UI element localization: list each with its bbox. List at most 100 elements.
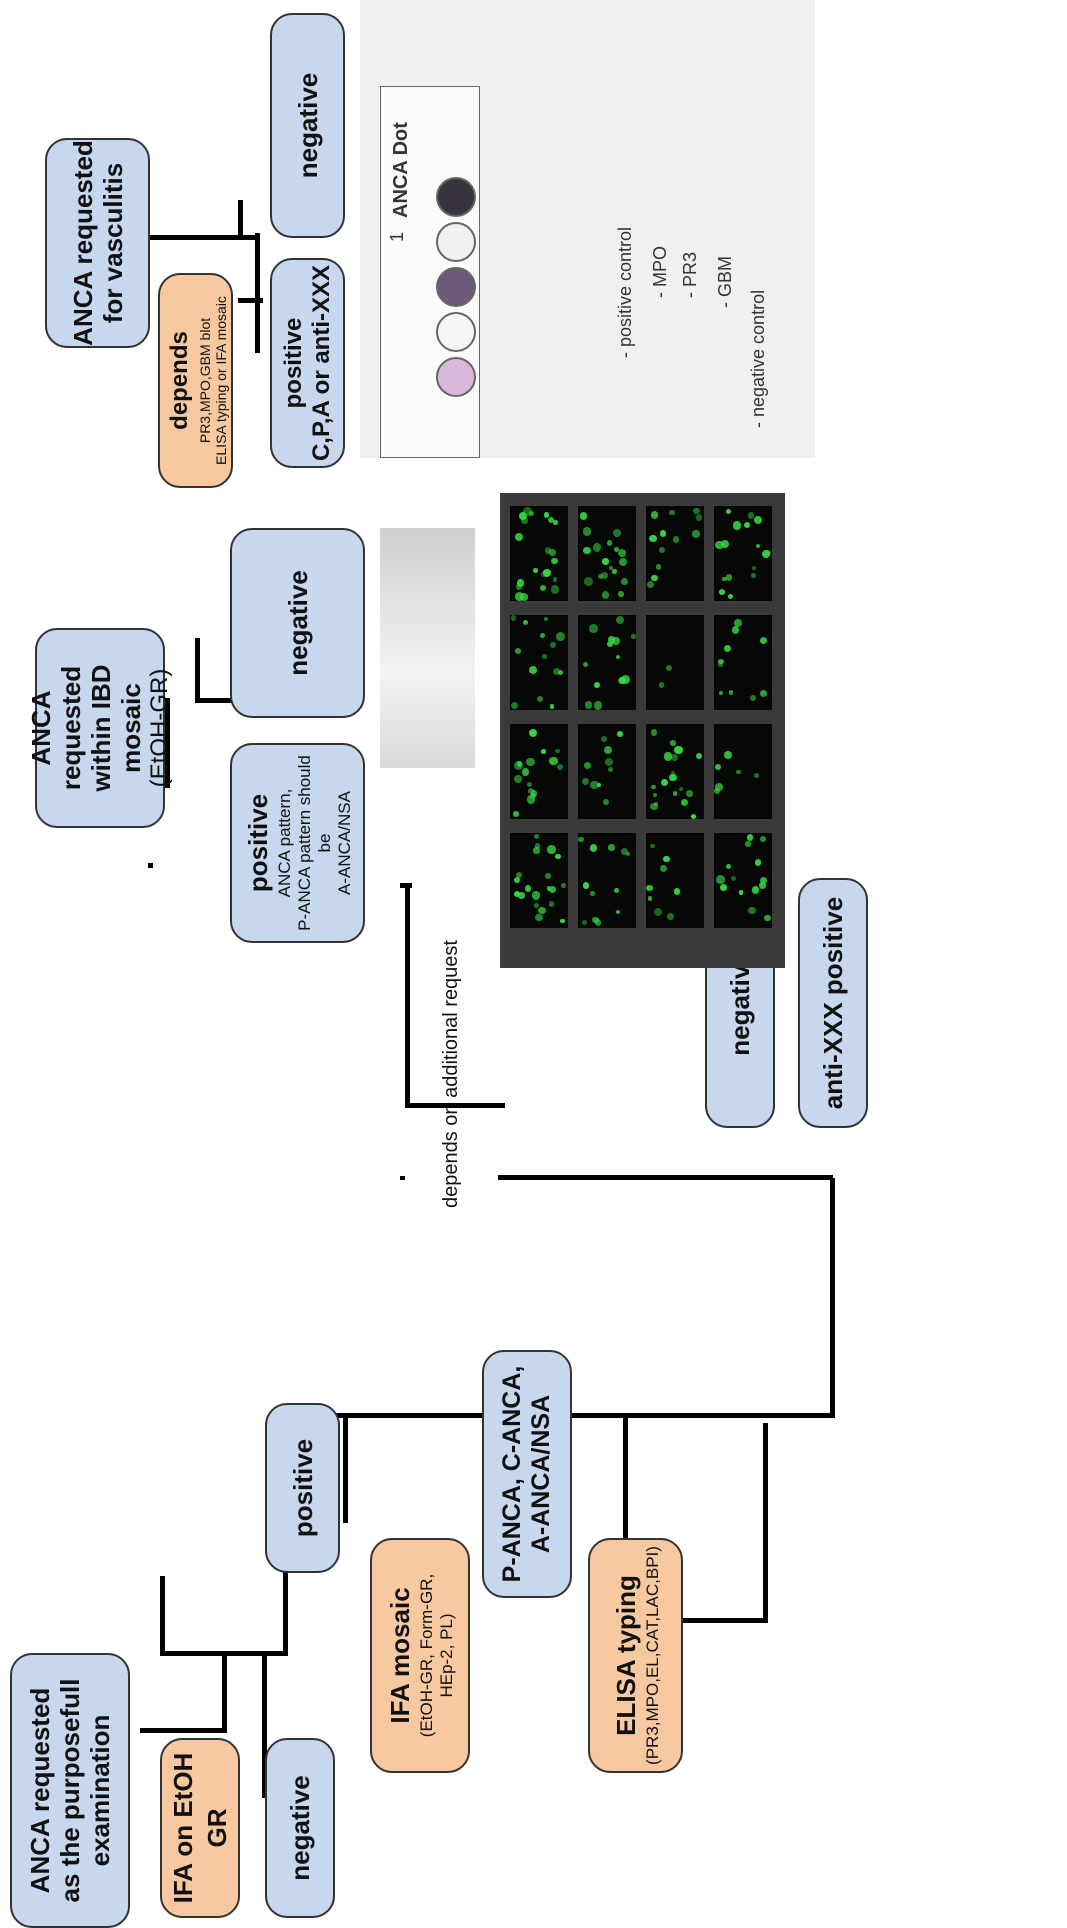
- connector: [498, 1175, 833, 1180]
- fluorescent-cell: [612, 528, 621, 537]
- ifa-etoh-label: IFA on EtOH GR: [168, 1752, 232, 1904]
- dot-negative-control: [436, 357, 476, 397]
- fluorescent-cell: [730, 875, 736, 881]
- dot-label: - positive control: [615, 226, 635, 358]
- fluorescent-cell: [555, 748, 561, 754]
- fluorescent-cell: [647, 581, 655, 589]
- depends-connector: [405, 885, 410, 1108]
- connector: [160, 1576, 165, 1656]
- fluorescent-cell: [755, 544, 760, 549]
- fluorescent-cell: [593, 701, 603, 710]
- anti-xxx-label: anti-XXX positive: [818, 896, 848, 1110]
- fluorescent-cell: [549, 548, 556, 556]
- fluorescent-cell: [631, 634, 636, 639]
- ifa-field: [714, 506, 772, 601]
- fluorescent-cell: [526, 757, 536, 767]
- fluorescent-cell: [714, 764, 722, 771]
- p-anca-line-1: P-ANCA, C-ANCA,: [498, 1365, 526, 1583]
- vasc-pos-line-1: positive: [279, 317, 307, 409]
- fluorescent-cell: [514, 532, 523, 541]
- fluorescent-cell: [584, 576, 593, 586]
- negative-label: negative: [285, 1775, 315, 1881]
- connector: [148, 863, 153, 868]
- connector: [222, 1653, 227, 1733]
- fluorescent-cell: [723, 645, 732, 653]
- fluorescent-cell: [582, 882, 590, 890]
- fluorescent-cell: [720, 540, 730, 549]
- fluorescent-cell: [601, 590, 610, 599]
- fluorescent-cell: [666, 913, 674, 921]
- fluorescent-cell: [621, 847, 628, 855]
- vasc-line-1: ANCA requested: [67, 140, 98, 346]
- fluorescent-cell: [578, 836, 584, 843]
- elisa-typing-box: ELISA typing (PR3,MPO,EL,CAT,LAC,BPI): [588, 1538, 683, 1773]
- fluorescent-cell: [556, 763, 563, 770]
- fluorescent-cell: [736, 769, 741, 775]
- fluorescent-cell: [732, 521, 742, 530]
- fluorescent-cell: [749, 694, 756, 701]
- fluorescent-cell: [673, 888, 681, 895]
- fluorescent-cell: [720, 884, 727, 891]
- connector: [238, 200, 243, 240]
- fluorescent-cell: [552, 577, 558, 582]
- fluorescent-cell: [540, 633, 546, 639]
- fluorescent-cell: [754, 859, 762, 866]
- fluorescent-cell: [672, 791, 677, 796]
- p-anca-box: P-ANCA, C-ANCA, A-ANCA/NSA: [482, 1350, 572, 1598]
- dot-mpo: [436, 222, 476, 262]
- fluorescent-cell: [692, 530, 700, 538]
- ifa-mosaic-title: IFA mosaic: [385, 1587, 415, 1724]
- fluorescent-cell: [546, 845, 556, 854]
- ibd-pos-line-3: A-ANCA/NSA: [334, 791, 354, 895]
- fluorescent-cell: [592, 543, 601, 552]
- fluorescent-cell: [602, 798, 610, 806]
- fluorescent-cell: [674, 745, 683, 754]
- lane-number: 1: [387, 231, 407, 242]
- root-vasculitis-box: ANCA requested for vasculitis: [45, 138, 150, 348]
- fluorescent-cell: [513, 810, 519, 817]
- fluorescent-cell: [752, 886, 760, 894]
- fluorescent-cell: [519, 512, 527, 520]
- ifa-field: [510, 615, 568, 710]
- fluorescent-cell: [725, 574, 732, 581]
- fluorescent-cell: [549, 641, 556, 648]
- root-ibd-box: ANCA requested within IBD mosaic (EtOH-G…: [26, 628, 173, 828]
- fluorescent-cell: [533, 834, 539, 840]
- fluorescent-cell: [531, 891, 541, 900]
- ifa-field: [510, 506, 568, 601]
- fluorescent-cell: [727, 593, 734, 600]
- connector: [140, 1728, 225, 1733]
- fluorescent-cell: [764, 915, 771, 922]
- fluorescent-cell: [528, 510, 534, 517]
- fluorescent-cell: [754, 515, 763, 524]
- fluorescent-cell: [544, 872, 551, 880]
- fluorescent-cell: [535, 914, 543, 922]
- fluorescent-cell: [510, 615, 517, 621]
- fluorescent-cell: [582, 919, 588, 925]
- fluorescent-cell: [600, 736, 608, 743]
- positive-box-1: positive: [265, 1403, 340, 1573]
- fluorescent-cell: [618, 557, 628, 567]
- fluorescent-cell: [549, 704, 555, 709]
- ibd-positive-title: positive: [242, 793, 273, 893]
- fluorescent-cell: [659, 864, 668, 873]
- vasc-line-2: for vasculitis: [97, 162, 128, 324]
- fluorescent-cell: [722, 576, 727, 581]
- fluorescent-cell: [658, 681, 665, 688]
- fluorescent-cell: [530, 793, 537, 800]
- fluorescent-cell: [543, 616, 548, 621]
- fluorescent-cell: [542, 654, 548, 660]
- fluorescent-cell: [715, 783, 724, 792]
- ibd-negative-label: negative: [282, 570, 313, 676]
- fluorescent-cell: [597, 573, 603, 579]
- fluorescent-cell: [695, 514, 703, 521]
- fluorescent-cell: [690, 813, 696, 819]
- anca-dot-blot: 1 ANCA Dot - positive control - MPO - PR…: [360, 0, 815, 458]
- ifa-field: [578, 724, 636, 819]
- ifa-field: [714, 833, 772, 928]
- connector: [400, 1176, 405, 1180]
- fluorescent-cell: [617, 730, 624, 737]
- fluorescent-cell: [647, 895, 653, 901]
- ifa-field: [714, 615, 772, 710]
